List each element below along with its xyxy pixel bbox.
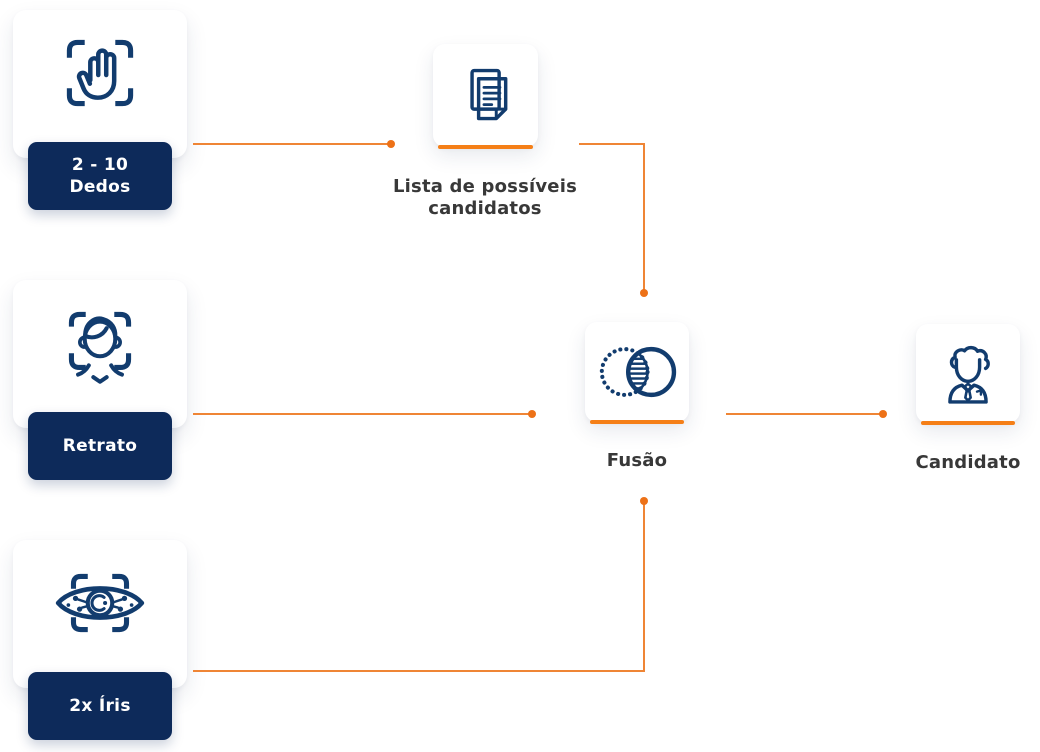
fusion-venn-icon xyxy=(599,346,677,398)
card-accent-underline xyxy=(590,420,684,424)
connector-fingers-to-list xyxy=(193,143,390,145)
fingers-card xyxy=(13,10,187,158)
card-accent-underline xyxy=(921,421,1015,425)
candidate-list-label: Lista de possíveis candidatos xyxy=(365,176,605,220)
fusion-card xyxy=(585,322,689,424)
portrait-card xyxy=(13,280,187,428)
portrait-badge: Retrato xyxy=(28,412,172,480)
connector-list-to-fusion-h xyxy=(579,143,645,145)
connector-endpoint-dot xyxy=(528,410,536,418)
candidate-list-label-line1: Lista de possíveis xyxy=(392,176,577,197)
person-icon xyxy=(948,345,990,404)
connector-endpoint-dot xyxy=(387,140,395,148)
fingers-badge-line2: Dedos xyxy=(69,177,131,197)
iris-badge-label: 2x Íris xyxy=(69,695,131,716)
connector-endpoint-dot xyxy=(640,497,648,505)
candidate-card xyxy=(916,324,1020,425)
hand-scan-icon xyxy=(66,39,134,107)
fingers-badge: 2 - 10 Dedos xyxy=(28,142,172,210)
face-scan-icon xyxy=(68,311,132,384)
connector-endpoint-dot xyxy=(879,410,887,418)
candidate-label: Candidato xyxy=(915,452,1021,473)
connector-iris-to-fusion-h xyxy=(193,670,645,672)
portrait-badge-label: Retrato xyxy=(62,435,138,456)
fingers-badge-line1: 2 - 10 xyxy=(71,154,129,175)
iris-scan-icon xyxy=(55,573,145,633)
connector-iris-to-fusion-v xyxy=(643,501,645,670)
connector-endpoint-dot xyxy=(640,289,648,297)
connector-fusion-to-candidate xyxy=(726,413,883,415)
iris-badge: 2x Íris xyxy=(28,672,172,740)
documents-icon xyxy=(469,68,507,120)
iris-card xyxy=(13,540,187,688)
connector-list-to-fusion-v xyxy=(643,143,645,293)
card-accent-underline xyxy=(438,145,533,149)
fusion-label: Fusão xyxy=(606,450,668,471)
candidate-list-label-line2: candidatos xyxy=(428,197,542,219)
connector-portrait-to-fusion xyxy=(193,413,531,415)
candidate-list-card xyxy=(433,44,538,149)
